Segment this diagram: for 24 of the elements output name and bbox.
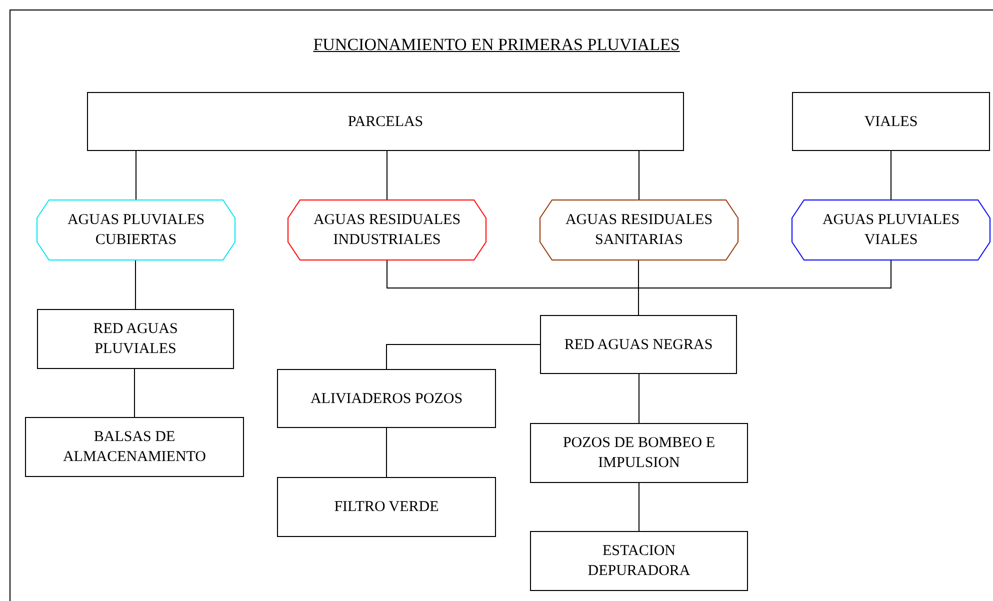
octagon-node: AGUAS RESIDUALES SANITARIAS: [540, 200, 738, 260]
process-box: PARCELAS: [87, 92, 684, 151]
connector-line: [386, 344, 540, 370]
connector-line: [638, 150, 640, 200]
process-box: ALIVIADEROS POZOS: [277, 369, 496, 428]
process-box: RED AGUAS PLUVIALES: [37, 309, 234, 369]
connector-line: [890, 150, 892, 200]
connector-line: [386, 428, 387, 478]
connector-line: [134, 368, 135, 418]
octagon-node: AGUAS RESIDUALES INDUSTRIALES: [288, 200, 486, 260]
octagon-node: AGUAS PLUVIALES VIALES: [792, 200, 990, 260]
process-box: POZOS DE BOMBEO E IMPULSION: [530, 423, 748, 483]
process-box: BALSAS DE ALMACENAMIENTO: [25, 417, 244, 477]
connector-line: [638, 260, 892, 316]
octagon-node: AGUAS PLUVIALES CUBIERTAS: [37, 200, 235, 260]
process-box: FILTRO VERDE: [277, 477, 496, 537]
process-box: RED AGUAS NEGRAS: [540, 315, 737, 374]
connector-line: [386, 150, 388, 200]
process-box: VIALES: [792, 92, 990, 151]
connector-line: [638, 482, 640, 532]
diagram-title: FUNCIONAMIENTO EN PRIMERAS PLUVIALES: [313, 35, 680, 54]
connector-line: [135, 260, 136, 310]
process-box: ESTACION DEPURADORA: [530, 531, 748, 591]
connector-line: [638, 374, 640, 424]
